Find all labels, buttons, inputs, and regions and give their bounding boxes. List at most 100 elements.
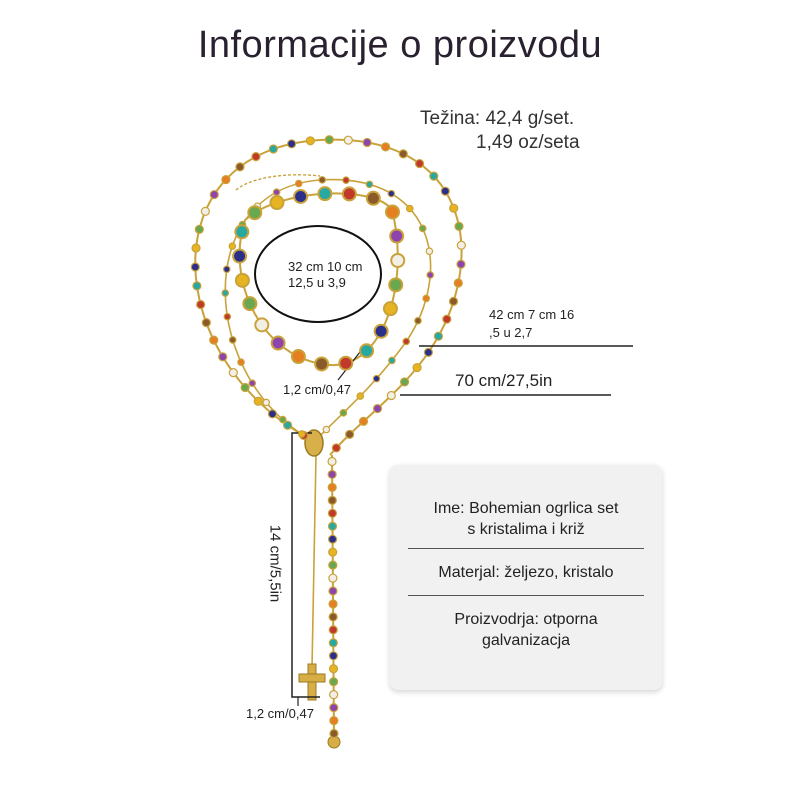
crystal-bead (222, 265, 231, 274)
production-line1: Proizvodrja: otporna (454, 611, 598, 628)
crystal-bead (209, 335, 219, 345)
crystal-bead (456, 259, 466, 269)
crystal-bead (389, 228, 405, 244)
crystal-bead (196, 299, 206, 310)
crystal-bead (327, 534, 338, 544)
bracelet-size-line1: 32 cm 10 cm (288, 259, 363, 274)
crystal-bead (290, 349, 306, 365)
product-name-line2: s kristalima i križ (467, 521, 585, 538)
crystal-beads (190, 135, 466, 739)
crystal-bead (221, 174, 231, 185)
crystal-bead (192, 281, 202, 291)
oval-medal-icon (304, 429, 324, 457)
crystal-bead (234, 272, 250, 288)
crystal-bead (456, 240, 466, 250)
crystal-bead (254, 317, 270, 333)
crystal-bead (194, 224, 204, 234)
crystal-bead (329, 703, 339, 713)
crystal-bead (387, 189, 396, 198)
crystal-bead (283, 420, 293, 430)
bracelet-size-oval (254, 225, 382, 323)
crystal-bead (242, 296, 258, 312)
bracelet-size-line2: 12,5 u 3,9 (288, 275, 346, 290)
crystal-bead (331, 443, 341, 453)
crystal-bead (318, 176, 327, 184)
crystal-bead (327, 482, 337, 492)
crystal-bead (287, 139, 297, 149)
crystal-bead (329, 728, 339, 739)
crystal-bead (426, 271, 435, 279)
crystal-bead (365, 180, 374, 189)
crystal-bead (328, 560, 338, 570)
crystal-bead (328, 664, 339, 674)
crystal-bead (314, 356, 330, 372)
crystal-bead (402, 337, 411, 346)
crystal-bead (453, 278, 463, 288)
crystal-bead (327, 495, 337, 505)
crystal-bead (268, 144, 278, 154)
crystal-bead (240, 382, 250, 393)
product-name-line1: Ime: Bohemian ogrlica set (433, 500, 619, 517)
crystal-bead (327, 469, 337, 480)
crystal-bead (329, 690, 339, 700)
crystal-bead (388, 356, 396, 365)
crystal-bead (440, 186, 450, 196)
extender-chain (235, 174, 321, 191)
crystal-bead (423, 347, 434, 357)
cross-pendant-icon (298, 663, 326, 701)
crystal-bead (237, 358, 245, 366)
short-necklace-size-line2: ,5 u 2,7 (489, 325, 533, 340)
crystal-bead (381, 142, 391, 152)
crystal-bead (328, 612, 338, 622)
crystal-bead (448, 296, 459, 307)
crystal-bead (359, 343, 375, 359)
crystal-bead (327, 508, 338, 518)
crystal-bead (328, 599, 338, 609)
crystal-bead (270, 335, 286, 351)
crystal-bead (328, 625, 338, 635)
crystal-bead (390, 252, 406, 268)
crystal-bead (386, 390, 396, 401)
short-necklace-chain (224, 178, 432, 441)
crystal-bead (327, 521, 338, 531)
crystal-bead (365, 190, 381, 206)
crystal-bead (362, 137, 372, 148)
crystal-bead (248, 379, 257, 387)
weight-grams: Težina: 42,4 g/set. (420, 108, 575, 129)
crystal-bead (372, 403, 383, 414)
info-divider (408, 548, 644, 549)
crystal-bead (322, 425, 331, 434)
crystal-bead (328, 677, 339, 687)
crystal-bead (429, 171, 439, 181)
weight-ounces: 1,49 oz/seta (476, 132, 580, 153)
crystal-bead (324, 135, 334, 145)
crystal-bead (232, 248, 248, 264)
crystal-bead (329, 715, 339, 726)
crystal-bead (294, 179, 303, 188)
crystal-bead (412, 362, 422, 373)
crystal-bead (221, 289, 230, 297)
crystal-bead (342, 176, 350, 184)
crystal-bead (278, 415, 287, 424)
crystal-bead (341, 186, 357, 202)
crystal-bead (218, 352, 228, 362)
long-necklace-size: 70 cm/27,5in (455, 371, 553, 390)
crystal-bead (267, 409, 278, 419)
crystal-bead (398, 149, 408, 159)
crystal-bead (234, 224, 250, 240)
crystal-bead (191, 243, 201, 253)
crystal-bead (388, 277, 404, 293)
info-divider (408, 595, 644, 596)
crystal-bead (339, 409, 348, 417)
crystal-bead (328, 573, 338, 583)
crystal-bead (228, 368, 238, 378)
crystal-bead (228, 242, 237, 250)
crystal-bead (433, 331, 444, 341)
crystal-bead (228, 336, 237, 344)
crystal-bead (400, 377, 410, 387)
crystal-bead (449, 203, 459, 213)
crystal-bead (454, 221, 464, 232)
crystal-bead (425, 247, 434, 256)
crystal-bead (345, 429, 355, 439)
